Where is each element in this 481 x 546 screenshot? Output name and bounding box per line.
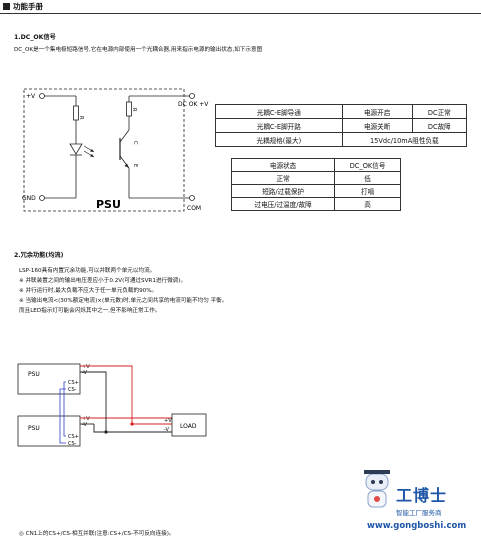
cs-plus-link xyxy=(63,381,66,437)
mascot-cap xyxy=(364,470,390,474)
led-ray-arrow-1 xyxy=(90,149,94,152)
mascot-eye-right xyxy=(379,480,383,484)
vplus-terminal xyxy=(39,93,45,99)
psu1-csminus: CS- xyxy=(68,387,77,393)
page-header: 功能手册 xyxy=(0,0,481,14)
section1-title: 1.DC_OK信号 xyxy=(14,34,56,41)
psu2-vplus: +V xyxy=(82,416,90,422)
psu1-label: PSU xyxy=(28,371,40,378)
label-gnd: GND xyxy=(22,195,36,202)
header-square-icon xyxy=(3,3,10,10)
right-resistor xyxy=(126,101,132,117)
com-terminal xyxy=(189,195,195,201)
table-header-row: 电源状态 DC_OK信号 xyxy=(230,158,401,172)
psu-boundary xyxy=(23,88,185,212)
psu1-positive-wire xyxy=(80,365,133,424)
negative-junction xyxy=(104,430,108,434)
label-r-left: R xyxy=(78,116,84,120)
table-cell: 电源开启 xyxy=(341,104,413,119)
table-row: 光耦规格(最大) 15Vdc/10mA阻性负载 xyxy=(215,132,468,147)
label-e: E xyxy=(132,164,138,167)
gnd-terminal xyxy=(39,195,45,201)
mascot-head xyxy=(365,473,389,491)
label-r-right: R xyxy=(131,108,137,112)
led-ray-arrow-2 xyxy=(90,154,94,157)
psu1-vminus: -V xyxy=(82,370,88,376)
section1-description: DC_OK是一个集电极短路信号,它在电源内部使用一个光耦合器,用来指示电源的输出… xyxy=(14,47,263,53)
load-vminus: -V xyxy=(164,427,170,433)
table-cell: 打嗝 xyxy=(334,184,401,198)
header-title: 功能手册 xyxy=(13,2,43,11)
negative-bus-wire xyxy=(93,424,172,433)
psu2-csplus: CS+ xyxy=(68,434,79,440)
dcok-terminal xyxy=(189,93,195,99)
table-row: 过电压/过温度/故障 高 xyxy=(230,197,401,211)
section2-line: ※ 并联装置之间的输出电压差应小于0.2V(可通过SVR1进行微调)。 xyxy=(19,278,187,284)
load-label: LOAD xyxy=(180,423,197,430)
mascot-badge xyxy=(374,496,380,502)
table-cell: DC正常 xyxy=(411,104,468,119)
psu2-label: PSU xyxy=(28,425,40,432)
table-row: 光耦C-E脚开路 电源关断 DC故障 xyxy=(215,118,468,133)
watermark-brand: 工博士 xyxy=(396,486,448,505)
parallel-connection-diagram: PSU +V -V CS+ CS- PSU +V -V CS+ CS- LOAD… xyxy=(17,363,207,447)
header-divider xyxy=(0,13,481,14)
section2-title: 2.冗余功能(均流) xyxy=(14,252,64,259)
psu1-csplus: CS+ xyxy=(68,380,79,386)
cs-minus-link xyxy=(59,388,66,444)
table-cell: 正常 xyxy=(230,171,336,185)
label-vplus: +V xyxy=(26,93,36,100)
table-cell: DC故障 xyxy=(411,118,468,133)
mascot-eye-left xyxy=(371,480,375,484)
watermark-slogan: 智能工厂服务商 xyxy=(396,509,442,517)
transistor-collector xyxy=(119,129,130,143)
table-header: DC_OK信号 xyxy=(334,158,401,172)
left-resistor xyxy=(73,105,79,121)
section2-line: ※ 并行运行时,最大负载不应大于任一单元负载的90%。 xyxy=(19,288,158,294)
section2-line: ※ 当输出电流<(30%额定电流)×(单元数)时,单元之间共享的电流可能不均匀 … xyxy=(19,298,228,304)
optocoupler-table: 光耦C-E脚导通 电源开启 DC正常 光耦C-E脚开路 电源关断 DC故障 光耦… xyxy=(215,104,468,147)
load-box xyxy=(171,413,207,437)
label-com: COM xyxy=(187,205,201,212)
positive-junction xyxy=(130,422,134,426)
table-cell: 光耦C-E脚导通 xyxy=(215,104,343,119)
psu2-box xyxy=(17,415,81,447)
psu1-box xyxy=(17,363,81,395)
led-symbol xyxy=(69,143,83,155)
robot-mascot-logo xyxy=(364,470,390,508)
watermark-url: www.gongboshi.com xyxy=(367,521,467,531)
table-cell: 光耦C-E脚开路 xyxy=(215,118,343,133)
section2-line: 而且LED指示灯可能会闪烁其中之一,但不影响正常工作。 xyxy=(19,308,161,314)
table-row: 短路/过载保护 打嗝 xyxy=(230,184,401,198)
dcok-circuit-diagram: +V GND DC OK +V COM PSU R R C E xyxy=(22,88,209,212)
section2-line: LSP-160具有内置冗余功能,可以并联两个单元以均流。 xyxy=(19,268,156,274)
table-cell: 过电压/过温度/故障 xyxy=(230,197,336,211)
label-psu: PSU xyxy=(96,198,121,211)
label-c: C xyxy=(132,141,138,145)
psu1-vplus: +V xyxy=(82,364,90,370)
table-cell: 短路/过载保护 xyxy=(230,184,336,198)
table-row: 光耦C-E脚导通 电源开启 DC正常 xyxy=(215,104,468,119)
status-table: 电源状态 DC_OK信号 正常 低 短路/过载保护 打嗝 过电压/过温度/故障 … xyxy=(230,158,401,211)
table-row: 正常 低 xyxy=(230,171,401,185)
psu1-negative-wire xyxy=(80,371,107,432)
label-dcok: DC OK +V xyxy=(178,101,209,108)
table-cell: 15Vdc/10mA阻性负载 xyxy=(341,132,468,147)
psu2-vminus: -V xyxy=(82,422,88,428)
table-cell: 电源关断 xyxy=(341,118,413,133)
footer-note: ◎ CN1上的CS+/CS-相互并联(注意:CS+/CS-不可反向连接)。 xyxy=(19,531,175,537)
table-cell: 低 xyxy=(334,171,401,185)
table-header: 电源状态 xyxy=(230,158,336,172)
table-cell: 光耦规格(最大) xyxy=(215,132,343,147)
load-vplus: +V xyxy=(164,418,172,424)
emitter-arrow xyxy=(124,163,129,168)
psu2-csminus: CS- xyxy=(68,441,77,447)
table-cell: 高 xyxy=(334,197,401,211)
